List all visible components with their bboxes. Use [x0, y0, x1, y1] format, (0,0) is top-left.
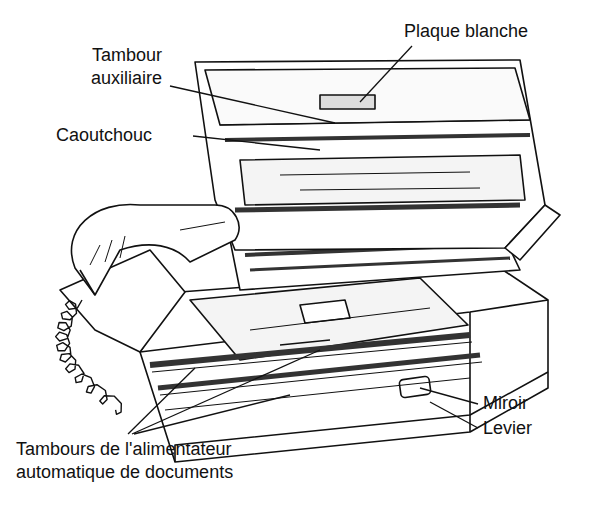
- part-label: Plaque blanche: [404, 20, 589, 43]
- part-label: Caoutchouc: [56, 124, 196, 147]
- part-label: Levier: [483, 417, 583, 440]
- part-label: Tambour auxiliaire: [40, 44, 162, 90]
- handset-cord: [56, 300, 122, 414]
- part-label: Miroir: [483, 392, 583, 415]
- part-label: Tambours de l'alimentateur automatique d…: [16, 438, 316, 484]
